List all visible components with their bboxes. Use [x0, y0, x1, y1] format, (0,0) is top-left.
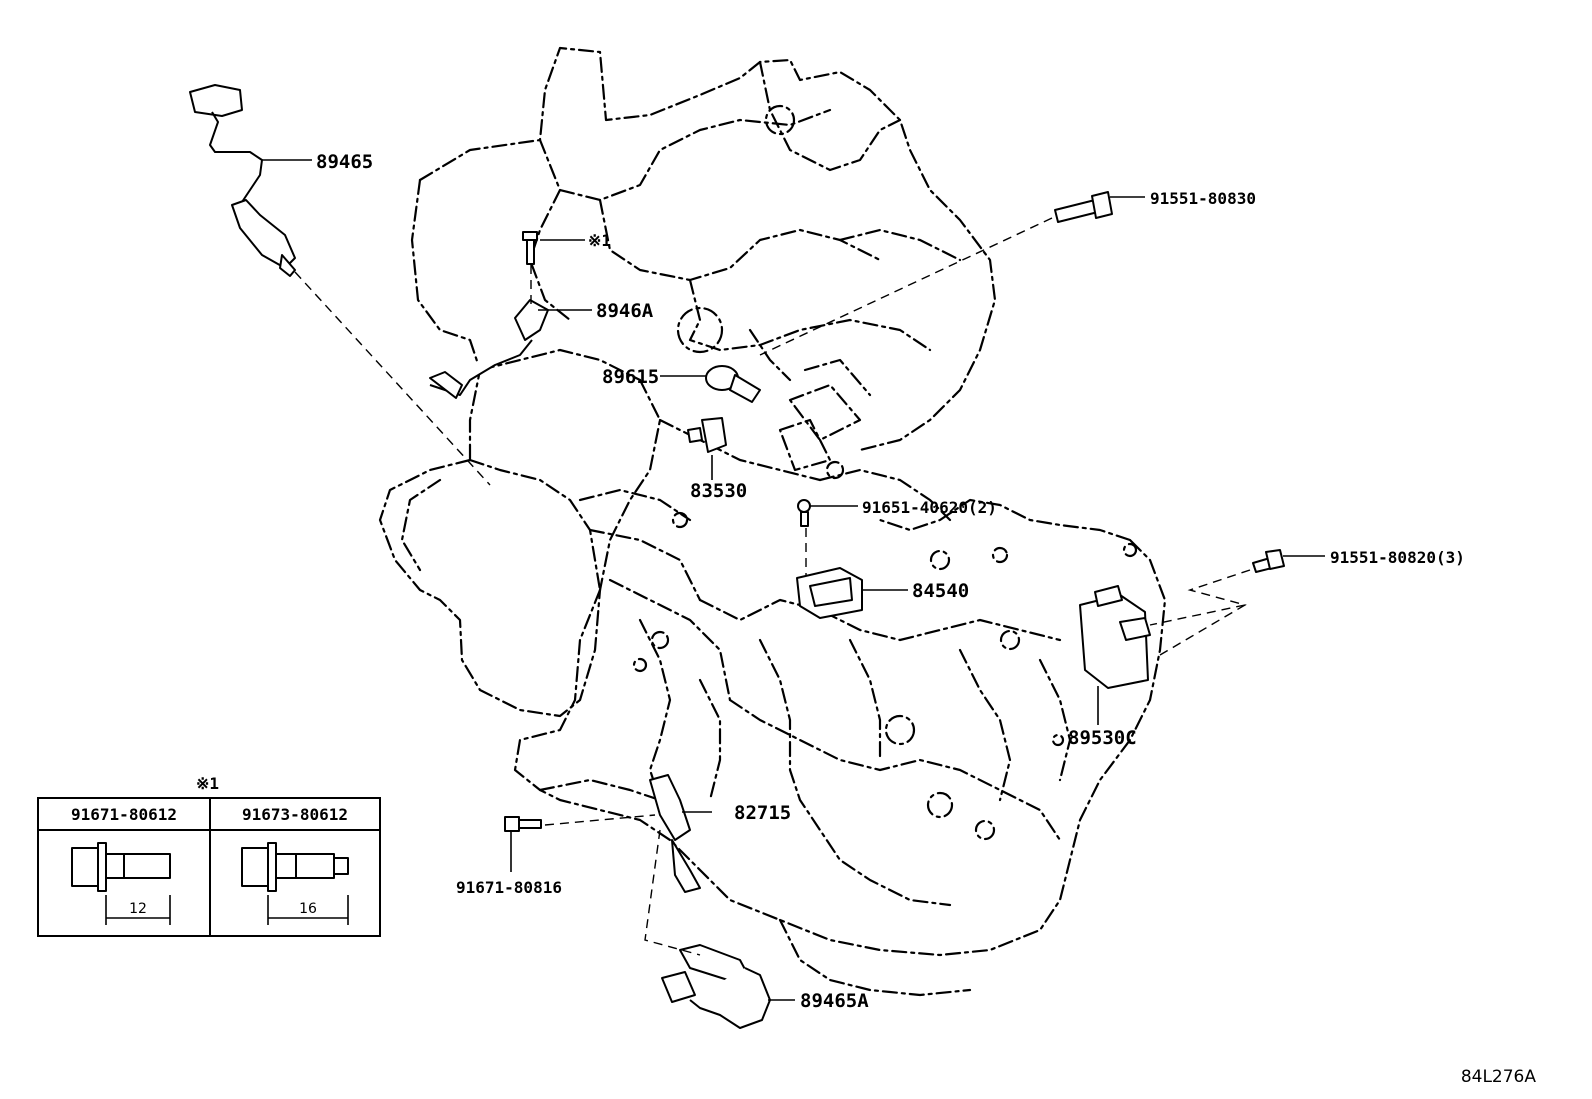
- label-note1: ※1: [588, 231, 611, 250]
- bracket-8946A: [429, 299, 549, 399]
- label-91551-80820: 91551-80820(3): [1330, 548, 1465, 567]
- switch-84540: [796, 567, 863, 619]
- switch-83530: [687, 417, 727, 453]
- bolt-91671-80816: [504, 816, 542, 832]
- engine-assembly-outline: [378, 46, 1167, 997]
- legend-col2-dimension: 16: [299, 901, 317, 917]
- oxygen-sensor-upper: [189, 84, 296, 277]
- legend-col2-part: 91673-80612: [242, 805, 348, 824]
- legend-table: ※1 91671-80612 91673-80612 12 16: [37, 774, 381, 937]
- legend-bolt-1: 12: [71, 842, 171, 925]
- legend-col1-part: 91671-80612: [71, 805, 177, 824]
- label-83530: 83530: [690, 480, 747, 502]
- label-91551-80830: 91551-80830: [1150, 189, 1256, 208]
- bolt-91551-80830: [1054, 191, 1113, 223]
- diagram-code: 84L276A: [1461, 1067, 1537, 1087]
- label-82715: 82715: [734, 802, 791, 824]
- legend-title: ※1: [196, 774, 219, 793]
- legend-bolt-2: 16: [241, 842, 349, 925]
- label-89465A: 89465A: [800, 990, 869, 1012]
- callout-labels: 89465 91551-80830 ※1 8946A 89615 83530 9…: [316, 151, 1465, 1012]
- assembly-lines: [294, 217, 1251, 956]
- bolt-91551-80820: [1252, 549, 1285, 573]
- label-8946A: 8946A: [596, 300, 654, 322]
- bolt-note1: [522, 231, 538, 265]
- label-84540: 84540: [912, 580, 969, 602]
- sensor-89615: [705, 365, 761, 403]
- bolt-91651-40620: [797, 499, 811, 527]
- bracket-82715: [649, 774, 701, 893]
- leader-lines: [262, 159, 1325, 1001]
- oxygen-sensor-lower: [661, 944, 771, 1029]
- label-89465: 89465: [316, 151, 373, 173]
- label-91671-80816: 91671-80816: [456, 878, 562, 897]
- control-unit-89530C: [1079, 585, 1151, 689]
- label-89530C: 89530C: [1068, 727, 1137, 749]
- legend-col1-dimension: 12: [129, 901, 147, 917]
- label-89615: 89615: [602, 366, 659, 388]
- label-91651-40620: 91651-40620(2): [862, 498, 997, 517]
